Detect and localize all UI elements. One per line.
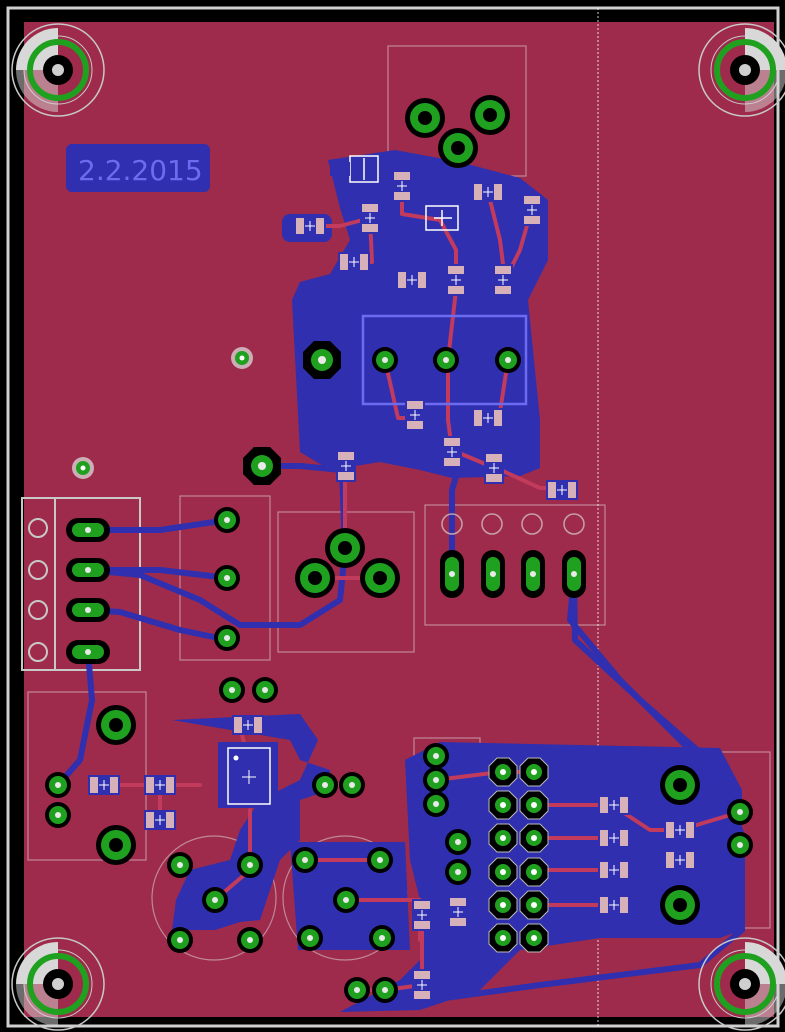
pad-top-left [405, 98, 445, 138]
jack-pad-3 [360, 558, 400, 598]
big-pad-right-2 [660, 885, 700, 925]
big-pad-left-1 [96, 705, 136, 745]
bottom-traces [55, 357, 748, 1003]
jack-pad-2 [295, 558, 335, 598]
jack-pad-1 [325, 528, 365, 568]
big-pad-right-1 [660, 765, 700, 805]
header-pin-2 [481, 550, 505, 598]
hole-pad-2 [72, 457, 94, 479]
ic-sot23-middle [425, 205, 459, 231]
hole-pad-1 [231, 347, 253, 369]
oct-pad-2 [243, 447, 281, 485]
ic-sot23-top [330, 155, 379, 183]
left-connector-outline [21, 497, 141, 671]
oct-pad-1 [303, 341, 341, 379]
switch-pad-2 [214, 565, 240, 591]
regulator-pad-3 [495, 347, 521, 373]
pad-top-middle [438, 128, 478, 168]
connector-pin-1 [66, 518, 110, 542]
board-outline [6, 6, 780, 1028]
date-label-box: 2.2.2015 [66, 144, 210, 192]
pad-top-right [470, 95, 510, 135]
connector-pin-4 [66, 640, 110, 664]
header-pin-4 [562, 550, 586, 598]
connector-pin-2 [66, 558, 110, 582]
switch-pad-3 [214, 625, 240, 651]
header-pin-3 [521, 550, 545, 598]
regulator-pad-2 [433, 347, 459, 373]
header-pin-1 [440, 550, 464, 598]
connector-pin-3 [66, 598, 110, 622]
ic-soic8 [218, 742, 278, 808]
regulator-pad-1 [372, 347, 398, 373]
big-pad-left-2 [96, 825, 136, 865]
regulator-outline [361, 314, 528, 406]
header-row-outline [441, 513, 585, 535]
switch-pad-1 [214, 507, 240, 533]
date-label: 2.2.2015 [78, 154, 203, 187]
